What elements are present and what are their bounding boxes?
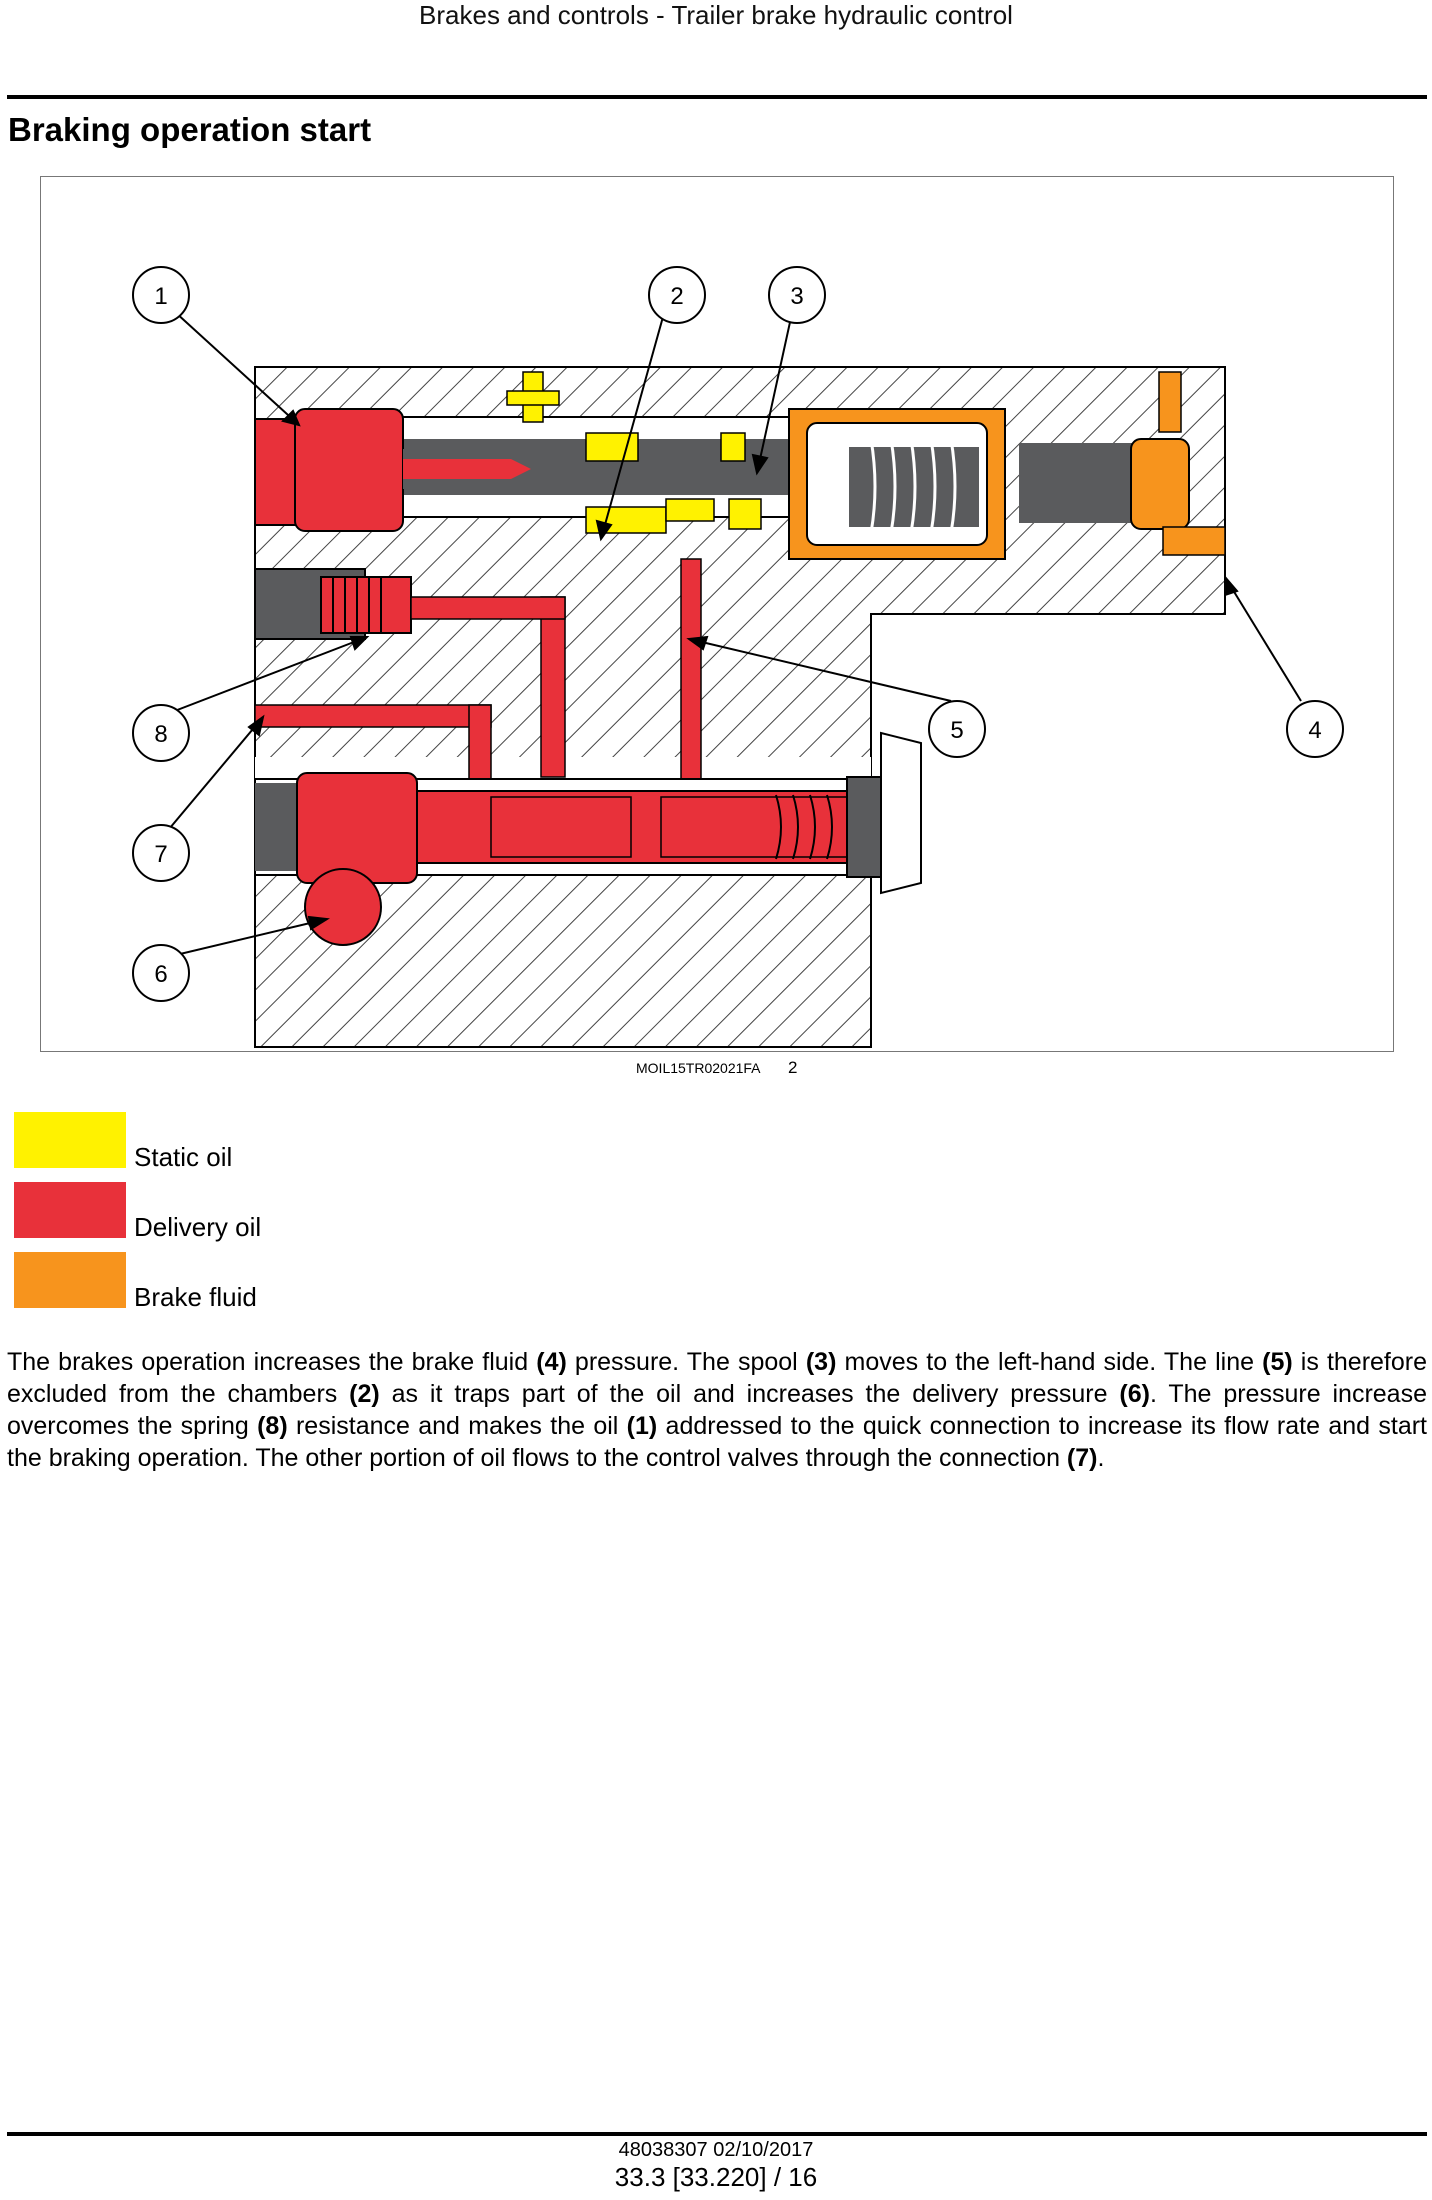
ref-6: (6) [1119, 1380, 1150, 1408]
delivery-oil-swatch [14, 1182, 126, 1238]
callout-balloon-7: 7 [132, 824, 190, 882]
ref-7: (7) [1066, 1444, 1098, 1472]
connection-line-7-down [468, 704, 492, 780]
ref-8: (8) [257, 1412, 288, 1440]
text-run: pressure. The spool [566, 1348, 806, 1376]
lower-spring [775, 794, 833, 860]
callout-label-7: 7 [154, 841, 167, 868]
figure-number: 2 [788, 1058, 798, 1077]
static-oil-label: Static oil [134, 1142, 233, 1172]
ref-4: (4) [536, 1348, 567, 1376]
relief-spring-8 [332, 577, 382, 633]
brake-fluid-chamber [1130, 438, 1190, 530]
document-code: 48038307 02/10/2017 [618, 2139, 814, 2161]
brake-fluid-label: Brake fluid [134, 1282, 257, 1312]
static-oil-chamber-2e [665, 498, 715, 522]
text-run: addressed to the quick connection to inc… [7, 1412, 1427, 1472]
static-oil-swatch [14, 1112, 126, 1168]
callout-label-6: 6 [154, 961, 167, 988]
connection-line-7 [254, 704, 492, 728]
hydraulic-diagram: 1 2 3 4 5 6 7 8 [40, 176, 1394, 1052]
lower-spool-land-b [660, 796, 852, 858]
callout-balloon-8: 8 [132, 704, 190, 762]
text-run: is therefore excluded from the chambers [7, 1348, 1428, 1408]
text-run: . The pressure increase overcomes the sp… [7, 1380, 1427, 1440]
callout-balloon-3: 3 [768, 266, 826, 324]
lower-end-cap [846, 776, 882, 878]
text-run: The brakes operation increases the brake… [7, 1348, 537, 1376]
callout-balloon-1: 1 [132, 266, 190, 324]
static-oil-chamber-2c [720, 432, 746, 462]
delivery-line-5 [680, 558, 702, 780]
ref-5: (5) [1262, 1348, 1293, 1376]
delivery-oil-label: Delivery oil [134, 1212, 262, 1242]
callout-label-5: 5 [950, 717, 963, 744]
callout-balloon-5: 5 [928, 700, 986, 758]
lower-plug [255, 783, 301, 871]
callout-label-3: 3 [790, 283, 803, 310]
callout-balloon-2: 2 [648, 266, 706, 324]
text-run: as it traps part of the oil and increase… [379, 1380, 1120, 1408]
running-header: Brakes and controls - Trailer brake hydr… [419, 0, 1013, 30]
footer-rule [7, 2132, 1427, 2136]
delivery-line-tip [403, 459, 531, 479]
text-run: resistance and makes the oil [287, 1412, 627, 1440]
ref-2: (2) [349, 1380, 380, 1408]
valve-cross-section: 1 2 3 4 5 6 7 8 [132, 266, 1344, 1048]
description-paragraph: The brakes operation increases the brake… [7, 1346, 1427, 1474]
delivery-line-vertical-a [540, 596, 566, 778]
static-oil-fitting-cap [506, 390, 560, 406]
ref-1: (1) [626, 1412, 658, 1440]
ref-3: (3) [805, 1348, 837, 1376]
delivery-port-1 [294, 408, 404, 532]
callout-label-8: 8 [154, 721, 167, 748]
spring-coils [869, 438, 957, 534]
callout-label-1: 1 [154, 283, 167, 310]
section-title: Braking operation start [8, 111, 372, 148]
callout-balloon-4: 4 [1286, 700, 1344, 758]
delivery-line-horizontal [410, 596, 566, 620]
brake-fluid-fitting [1158, 371, 1182, 433]
brake-fluid-line [1162, 526, 1226, 556]
delivery-ball-6 [304, 868, 382, 946]
static-oil-chamber-2d [728, 498, 762, 530]
callout-label-4: 4 [1308, 717, 1321, 744]
lower-spool-land-a [490, 796, 632, 858]
lower-nut [880, 731, 922, 895]
figure-code: MOIL15TR02021FA [636, 1060, 761, 1076]
delivery-pressure-chamber-6 [296, 772, 418, 884]
text-run: . [1097, 1444, 1105, 1472]
callout-balloon-6: 6 [132, 944, 190, 1002]
page-number: 33.3 [33.220] / 16 [614, 2162, 818, 2192]
header-rule [7, 95, 1427, 99]
callout-label-2: 2 [670, 283, 683, 310]
brake-fluid-swatch [14, 1252, 126, 1308]
relief-valve-chamber [320, 576, 412, 634]
text-run: moves to the left-hand side. The line [836, 1348, 1263, 1376]
